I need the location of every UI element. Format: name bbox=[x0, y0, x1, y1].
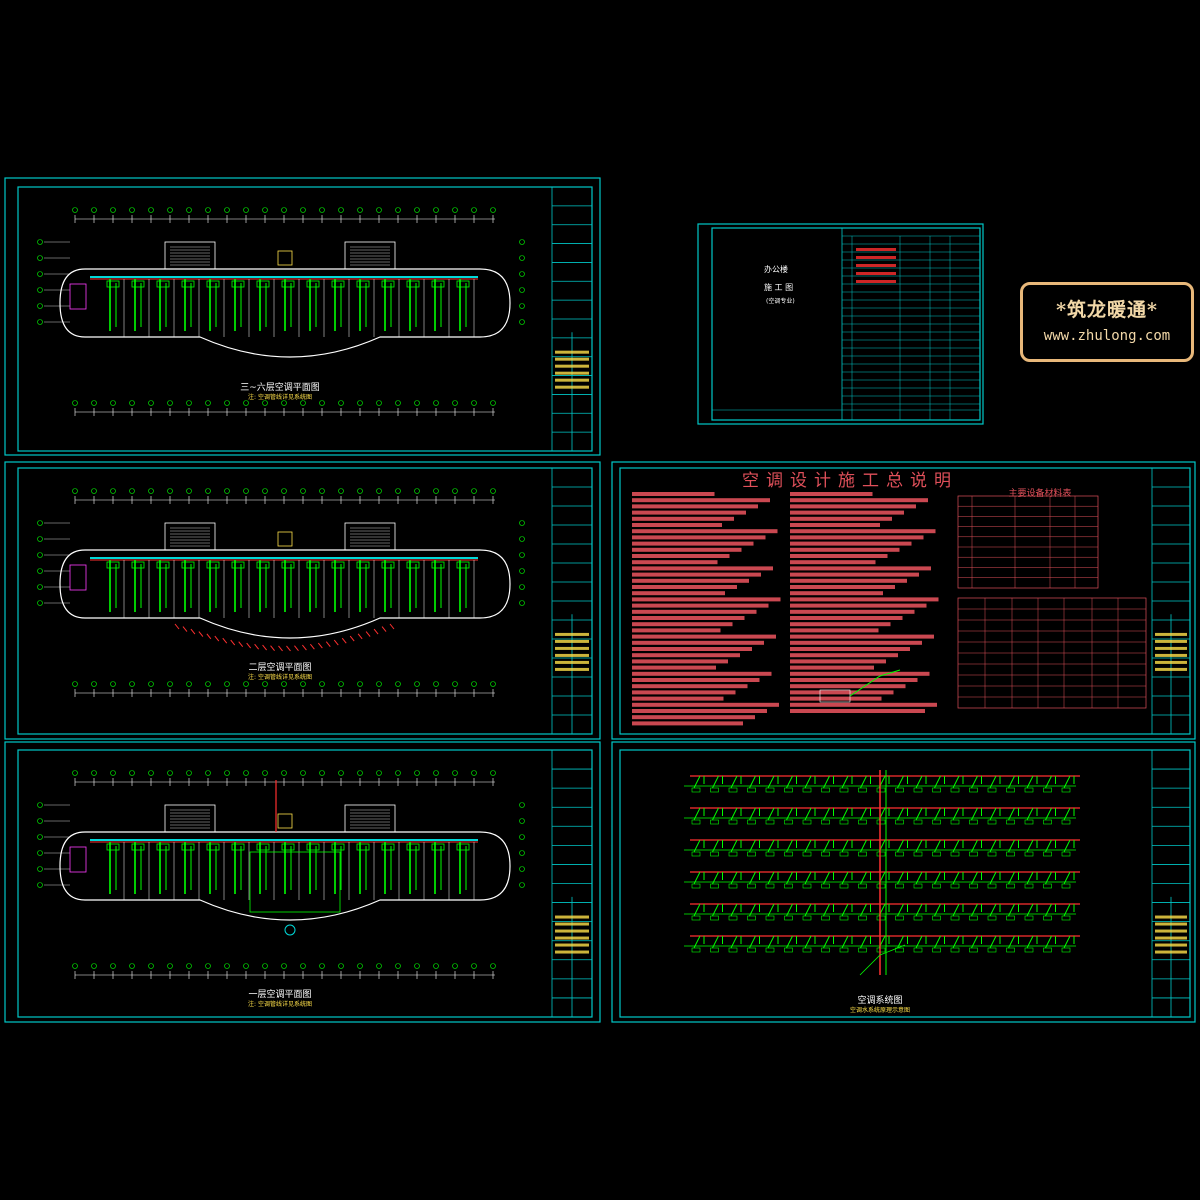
system-title: 空调系统图 bbox=[857, 996, 903, 1006]
cover-drawing-type: 施 工 图 bbox=[764, 283, 794, 292]
floor-plan-bottom bbox=[37, 770, 525, 979]
cover-discipline: (空调专业) bbox=[766, 298, 795, 305]
sheet-frame-plan-top bbox=[4, 177, 601, 456]
sheet-frame-notes bbox=[611, 461, 1196, 740]
sheet-frame-system bbox=[611, 741, 1196, 1023]
sheet-frame-plan-mid bbox=[4, 461, 601, 740]
plan-bottom-subtitle: 注: 空调管线详见系统图 bbox=[248, 1001, 312, 1008]
plan-mid-subtitle: 注: 空调管线详见系统图 bbox=[248, 674, 312, 681]
design-notes bbox=[632, 492, 1147, 726]
cover-project-name: 办公楼 bbox=[764, 265, 788, 274]
watermark-title: *筑龙暖通* bbox=[1056, 299, 1158, 321]
sheet-frame-cover bbox=[697, 223, 984, 425]
sheet-frame-plan-bottom bbox=[4, 741, 601, 1023]
equipment-table-title: 主要设备材料表 bbox=[1008, 489, 1072, 499]
zhulong-watermark-logo: *筑龙暖通* www.zhulong.com bbox=[1020, 282, 1194, 362]
notes-title: 空调设计施工总说明 bbox=[742, 471, 958, 491]
title-blocks bbox=[551, 186, 1191, 1018]
system-diagram bbox=[684, 770, 1080, 976]
plan-top-subtitle: 注: 空调管线详见系统图 bbox=[248, 394, 312, 401]
floor-plan-top bbox=[37, 207, 525, 416]
system-subtitle: 空调水系统原理示意图 bbox=[849, 1007, 910, 1014]
floor-plan-mid bbox=[37, 488, 525, 697]
watermark-url: www.zhulong.com bbox=[1043, 328, 1171, 344]
plan-bottom-title: 一层空调平面图 bbox=[248, 990, 312, 1000]
drawing-index-table bbox=[712, 228, 980, 420]
plan-mid-title: 二层空调平面图 bbox=[248, 663, 312, 673]
floor-plans bbox=[37, 207, 525, 979]
plan-top-title: 三~六层空调平面图 bbox=[240, 383, 320, 393]
